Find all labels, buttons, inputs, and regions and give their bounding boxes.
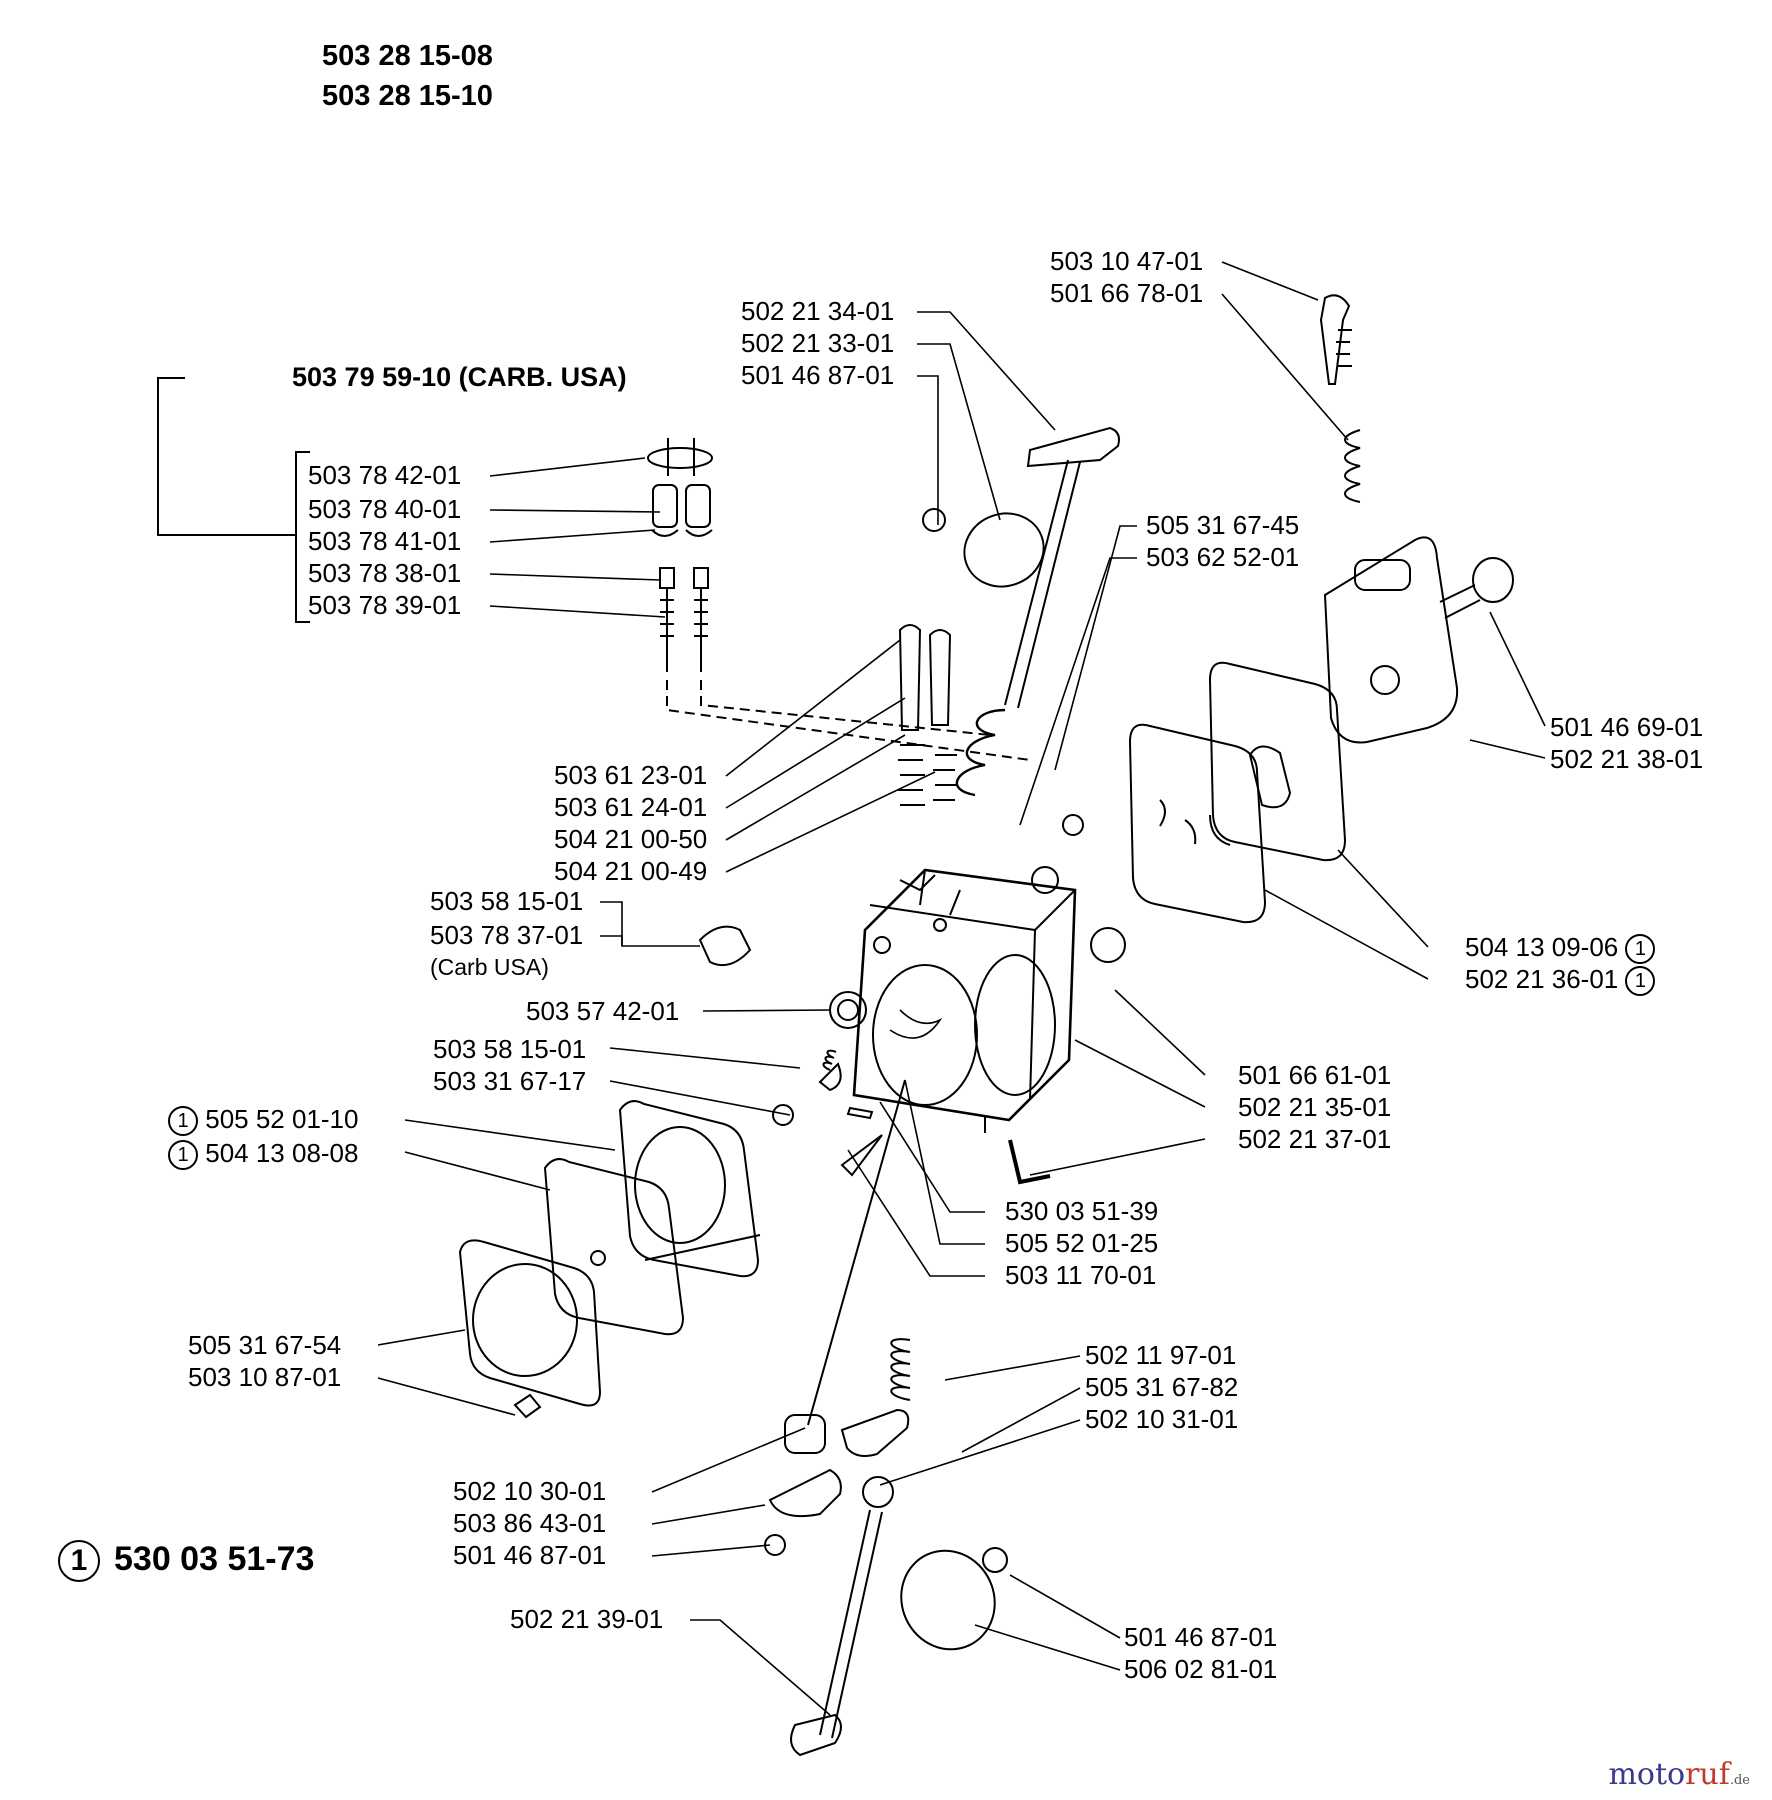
model-number-2: 503 28 15-10 bbox=[322, 80, 493, 112]
throttle-lever-bottom bbox=[764, 1079, 1008, 1757]
part-label: 503 10 47-01 bbox=[1050, 246, 1204, 276]
kit-ref-marker: 1 bbox=[168, 1106, 198, 1137]
throttle-lever-top bbox=[922, 426, 1120, 797]
model-number-1: 503 28 15-08 bbox=[322, 40, 493, 72]
part-label: 502 10 30-01 bbox=[453, 1476, 607, 1506]
part-label: 503 86 43-01 bbox=[453, 1508, 607, 1538]
idle-screws-and-springs bbox=[898, 624, 957, 806]
watermark-logo: motoruf.de bbox=[1608, 1757, 1750, 1792]
part-label: 503 78 38-01 bbox=[308, 558, 462, 588]
part-label: 504 21 00-49 bbox=[554, 856, 708, 886]
part-label: 503 31 67-17 bbox=[433, 1066, 587, 1096]
kit-ref-marker: 1 bbox=[1625, 934, 1656, 965]
part-label: 505 31 67-45 bbox=[1146, 510, 1300, 540]
part-label: 502 21 33-01 bbox=[741, 328, 895, 358]
part-label: 505 52 01-25 bbox=[1005, 1228, 1159, 1258]
part-label: 503 58 15-01 bbox=[430, 886, 584, 916]
pump-gaskets bbox=[1128, 661, 1347, 924]
part-label: 501 46 87-01 bbox=[453, 1540, 607, 1570]
part-label: 1 505 52 01-10 bbox=[168, 1104, 359, 1137]
kit-ref-marker: 1 bbox=[58, 1540, 100, 1583]
part-label-text: 502 21 36-01 bbox=[1465, 964, 1619, 994]
part-label: 503 78 40-01 bbox=[308, 494, 462, 524]
part-label: 501 46 87-01 bbox=[1124, 1622, 1278, 1652]
watermark-accent: ruf bbox=[1685, 1757, 1730, 1792]
part-label: 502 21 37-01 bbox=[1238, 1124, 1392, 1154]
part-label-text: 504 13 09-06 bbox=[1465, 932, 1619, 962]
kit-ref-marker: 1 bbox=[1625, 966, 1656, 997]
part-label: 505 31 67-54 bbox=[188, 1330, 342, 1360]
part-label: 506 02 81-01 bbox=[1124, 1654, 1278, 1684]
repair-kit-legend: 1 530 03 51-73 bbox=[58, 1540, 315, 1583]
part-label: 503 78 39-01 bbox=[308, 590, 462, 620]
part-label: 503 62 52-01 bbox=[1146, 542, 1300, 572]
part-label: 1 504 13 08-08 bbox=[168, 1138, 359, 1171]
repair-kit-number: 530 03 51-73 bbox=[114, 1540, 315, 1578]
part-label: 502 21 39-01 bbox=[510, 1604, 664, 1634]
part-label: 501 66 61-01 bbox=[1238, 1060, 1392, 1090]
part-label: 502 21 34-01 bbox=[741, 296, 895, 326]
part-label-text: 504 13 08-08 bbox=[205, 1138, 359, 1168]
part-label: 503 78 41-01 bbox=[308, 526, 462, 556]
part-label: 502 21 35-01 bbox=[1238, 1092, 1392, 1122]
small-parts bbox=[698, 814, 1126, 1185]
pump-cover-assembly bbox=[1319, 294, 1514, 744]
part-label: 503 78 37-01 bbox=[430, 920, 584, 950]
part-label: 502 21 38-01 bbox=[1550, 744, 1704, 774]
part-label: 530 03 51-39 bbox=[1005, 1196, 1159, 1226]
part-label: 503 11 70-01 bbox=[1005, 1260, 1157, 1290]
part-label: 503 57 42-01 bbox=[526, 996, 680, 1026]
part-label: 502 21 36-01 1 bbox=[1465, 964, 1656, 997]
kit-ref-marker: 1 bbox=[168, 1140, 198, 1171]
part-label-text: 505 52 01-10 bbox=[205, 1104, 359, 1134]
part-label: 502 10 31-01 bbox=[1085, 1404, 1239, 1434]
part-label: 501 46 87-01 bbox=[741, 360, 895, 390]
carburetor-body bbox=[852, 868, 1077, 1133]
metering-diaphragm-and-cover bbox=[458, 1100, 761, 1419]
watermark-suffix: .de bbox=[1729, 1773, 1750, 1788]
part-label: 501 46 69-01 bbox=[1550, 712, 1704, 742]
part-label: 504 21 00-50 bbox=[554, 824, 708, 854]
part-label: 503 61 23-01 bbox=[554, 760, 708, 790]
part-label: 502 11 97-01 bbox=[1085, 1340, 1237, 1370]
part-label: 503 78 42-01 bbox=[308, 460, 462, 490]
part-label: 503 58 15-01 bbox=[433, 1034, 587, 1064]
part-label: 503 10 87-01 bbox=[188, 1362, 342, 1392]
mixture-screw-assembly-usa bbox=[647, 438, 1031, 761]
leader-lines bbox=[377, 261, 1546, 1716]
part-label-note: (Carb USA) bbox=[430, 954, 549, 980]
part-label: 501 66 78-01 bbox=[1050, 278, 1204, 308]
part-label: 505 31 67-82 bbox=[1085, 1372, 1239, 1402]
subassembly-title: 503 79 59-10 (CARB. USA) bbox=[292, 362, 627, 392]
part-label: 504 13 09-06 1 bbox=[1465, 932, 1656, 965]
subassembly-bracket bbox=[157, 377, 310, 623]
watermark-text: moto bbox=[1608, 1757, 1686, 1792]
part-label: 503 61 24-01 bbox=[554, 792, 708, 822]
